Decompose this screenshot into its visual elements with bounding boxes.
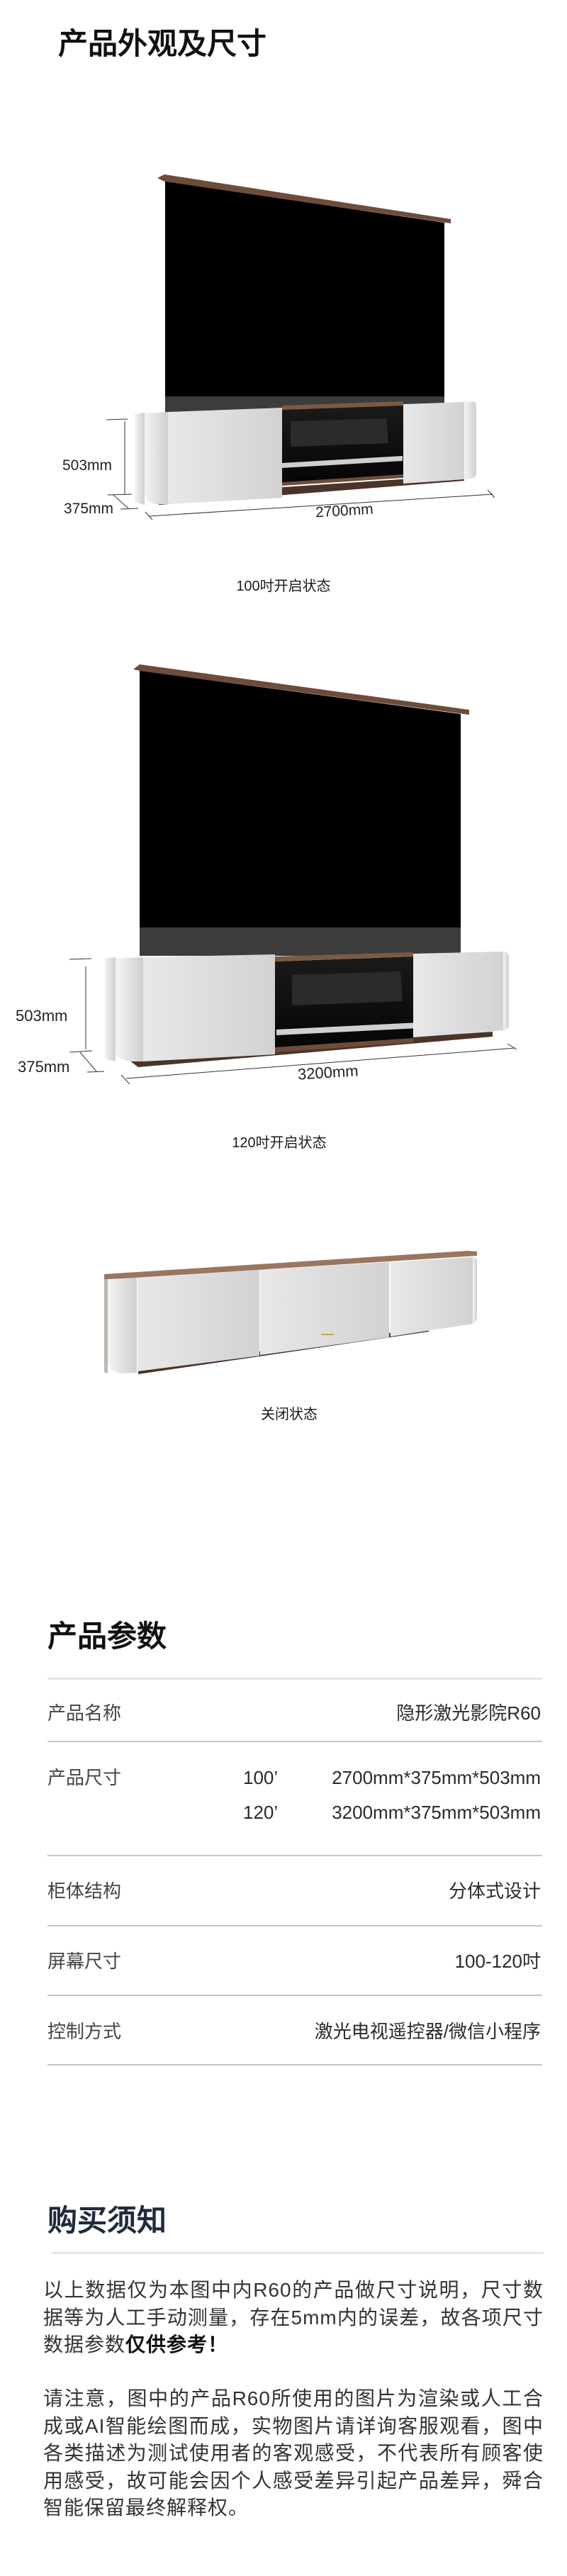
param-value: 100-120吋: [454, 1951, 541, 1972]
notice-paragraph-1: 以上数据仅为本图中内R60的产品做尺寸说明，尺寸数据等为人工手动测量，存在5mm…: [43, 2277, 544, 2359]
params-title: 产品参数: [47, 1619, 167, 1653]
param-label: 柜体结构: [47, 1880, 122, 1902]
param-label: 屏幕尺寸: [47, 1951, 122, 1972]
tv-cabinet-closed-image: [104, 1251, 477, 1374]
notice-text: 以上数据仅为本图中内R60的产品做尺寸说明，尺寸数据等为人工手动测量，存在5mm…: [43, 2279, 544, 2355]
row-divider: [47, 2064, 542, 2065]
param-value: 激光电视遥控器/微信小程序: [314, 2021, 541, 2042]
params-title-divider: [47, 1678, 542, 1680]
notice-title: 购买须知: [47, 2204, 167, 2237]
row-divider: [47, 1995, 542, 1996]
width-dimension-label: 3200mm: [297, 1061, 359, 1083]
param-label: 产品尺寸: [47, 1767, 122, 1788]
param-value: 隐形激光影院R60: [396, 1702, 541, 1724]
row-divider: [47, 1925, 542, 1927]
brand-mark: [321, 1334, 334, 1335]
notice-emphasis: 仅供参考！: [125, 2334, 229, 2355]
notice-title-divider: [52, 2252, 544, 2254]
param-value: 分体式设计: [448, 1880, 541, 1902]
figure-caption: 100吋开启状态: [236, 579, 331, 594]
projection-screen: [140, 671, 461, 927]
size-inch: 120’: [243, 1802, 279, 1823]
size-dims: 2700mm*375mm*503mm: [332, 1767, 541, 1788]
row-divider: [47, 1855, 542, 1856]
projector: [292, 971, 403, 1005]
shelf: [282, 456, 403, 468]
projector: [291, 418, 388, 447]
appearance-title: 产品外观及尺寸: [58, 27, 267, 60]
screen-top-bar: [133, 664, 469, 715]
figure-caption: 关闭状态: [261, 1407, 318, 1422]
size-inch: 100’: [243, 1767, 279, 1788]
width-dimension-label: 2700mm: [315, 501, 374, 521]
height-dimension-label: 503mm: [16, 1007, 68, 1025]
notice-paragraph-2: 请注意，图中的产品R60所使用的图片为渲染或人工合成或AI智能绘图而成，实物图片…: [43, 2387, 544, 2519]
figure-caption: 120吋开启状态: [232, 1135, 327, 1151]
param-label: 产品名称: [47, 1702, 122, 1724]
depth-dimension-label: 375mm: [18, 1058, 70, 1076]
projection-screen: [165, 182, 444, 396]
size-dims: 3200mm*375mm*503mm: [332, 1802, 541, 1823]
shelf: [276, 1022, 434, 1035]
tv-cabinet-120-open-image: [69, 664, 517, 1085]
tv-cabinet-100-open-image: [106, 174, 495, 520]
height-dimension-label: 503mm: [62, 457, 113, 474]
depth-dimension-label: 375mm: [64, 501, 114, 517]
screen-top-bar: [157, 174, 451, 223]
param-label: 控制方式: [47, 2021, 122, 2042]
row-divider: [47, 1741, 542, 1742]
